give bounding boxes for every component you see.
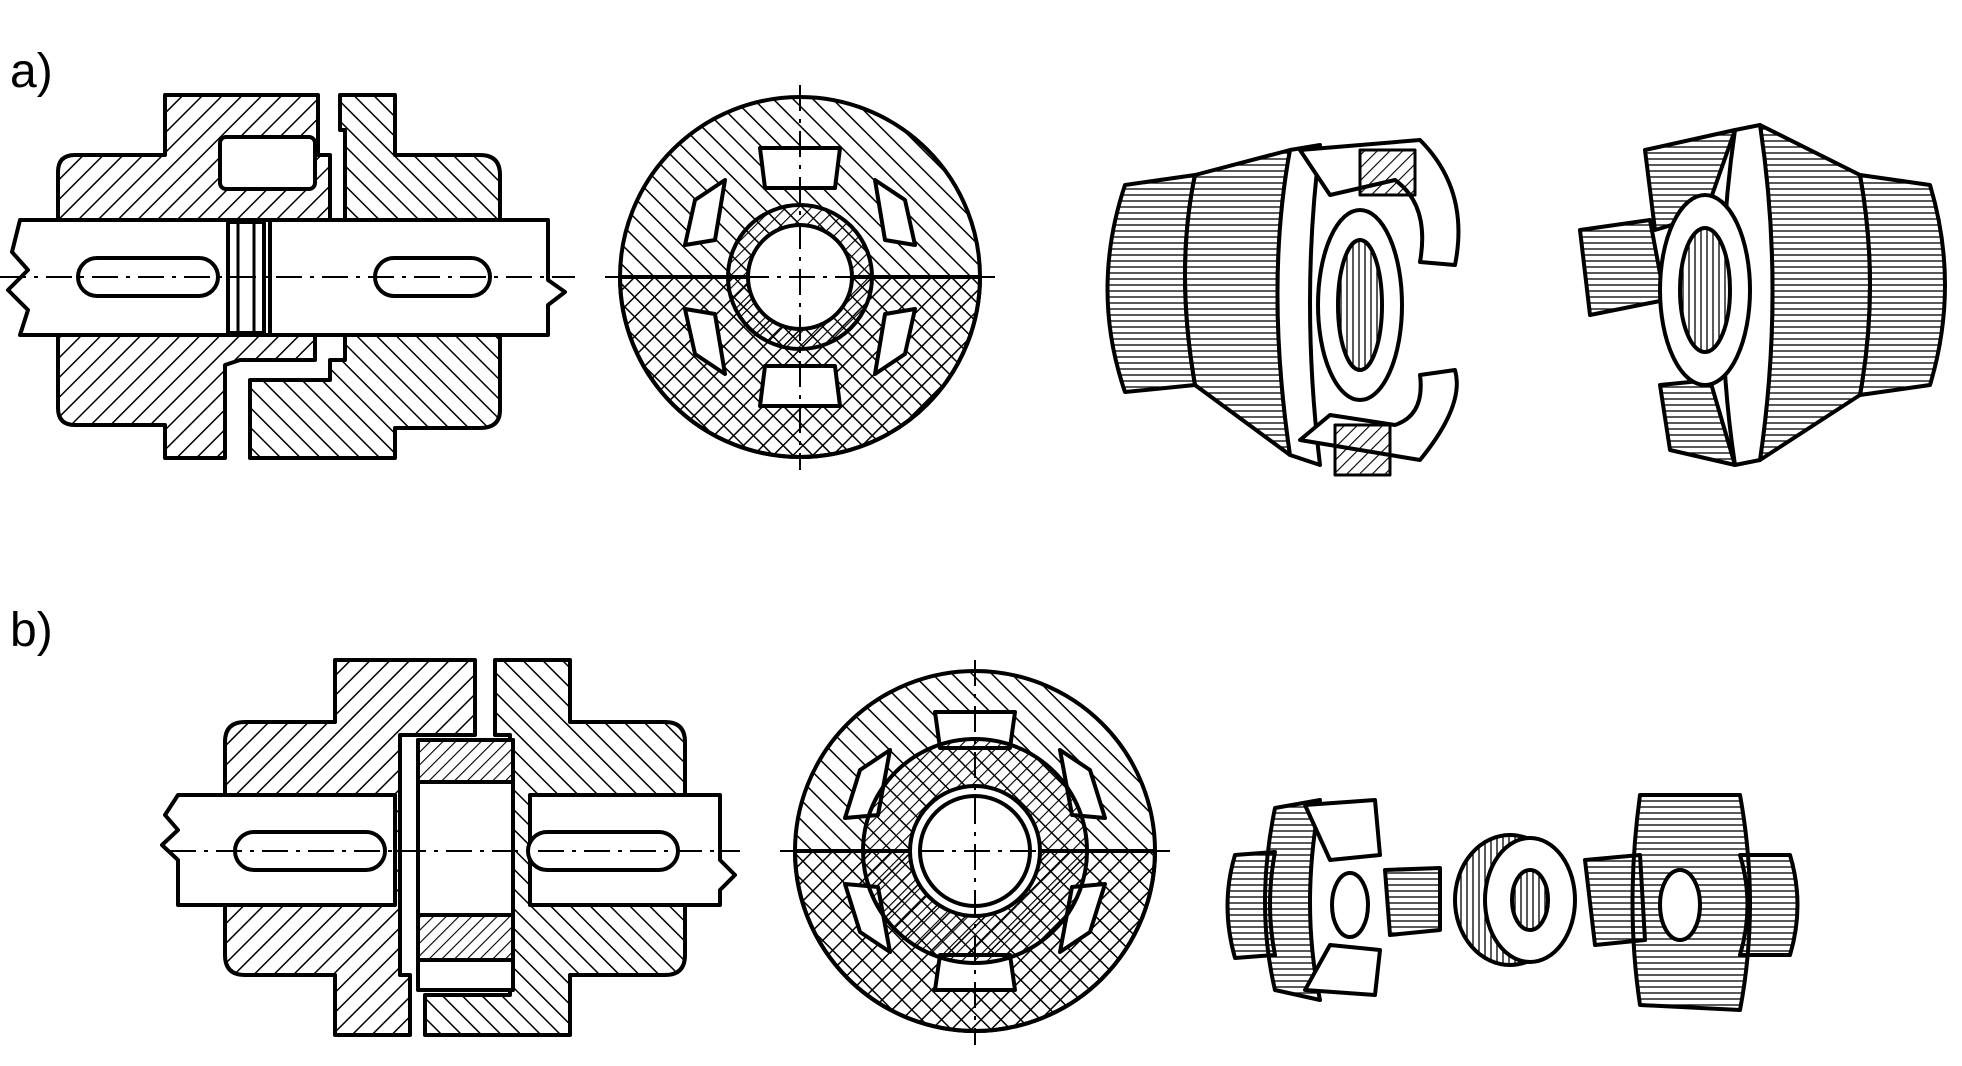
claw-bottom-left-b <box>1303 943 1382 997</box>
ring-bore-b <box>1510 868 1550 932</box>
claw-right-left-b <box>1383 866 1442 937</box>
hub-body-left-a <box>1183 148 1292 457</box>
claw-left-right-a <box>1578 218 1667 317</box>
bore-right-b <box>1658 868 1702 942</box>
panel-label-b: b) <box>10 604 53 657</box>
panel-label-a: a) <box>10 45 53 98</box>
elastic-bottom-b <box>416 913 515 962</box>
inner-bore-right-a <box>1678 226 1732 354</box>
perspective-left-half-a <box>1105 138 1461 477</box>
claw-top-left-b <box>1303 798 1382 862</box>
slot-bl-a <box>683 307 727 376</box>
slot-tl-a <box>683 178 727 247</box>
hub-cylinder-left-a <box>1105 173 1197 394</box>
hub-body-left-b <box>1263 798 1322 1002</box>
elastic-ring-perspective-b <box>1453 833 1577 967</box>
hub-cylinder-right-a <box>1858 173 1947 397</box>
section-view-a <box>0 93 575 460</box>
flange-left-a <box>1275 143 1322 467</box>
hub-body-right-a <box>1758 123 1872 462</box>
perspective-right-half-b <box>1583 793 1800 1012</box>
hub-cylinder-right-b <box>1738 853 1800 957</box>
claw-top-face-a <box>1358 148 1417 197</box>
cross-section-b <box>780 660 1170 1045</box>
perspective-left-half-b <box>1225 798 1442 1002</box>
panel-a <box>0 85 1947 477</box>
elastic-top-b <box>416 738 515 784</box>
cross-section-a <box>605 85 995 470</box>
panel-b <box>160 658 1800 1045</box>
slot-br-a <box>873 307 917 376</box>
perspective-right-half-a <box>1578 123 1947 467</box>
claw-pocket-a <box>218 135 317 191</box>
claw-bottom-face-a <box>1333 423 1392 477</box>
slot-tr-a <box>873 178 917 247</box>
claw-bottom-right-a <box>1658 378 1737 467</box>
bore-left-b <box>1330 871 1370 939</box>
inner-bore-left-a <box>1336 238 1384 372</box>
section-view-b <box>160 658 740 1037</box>
